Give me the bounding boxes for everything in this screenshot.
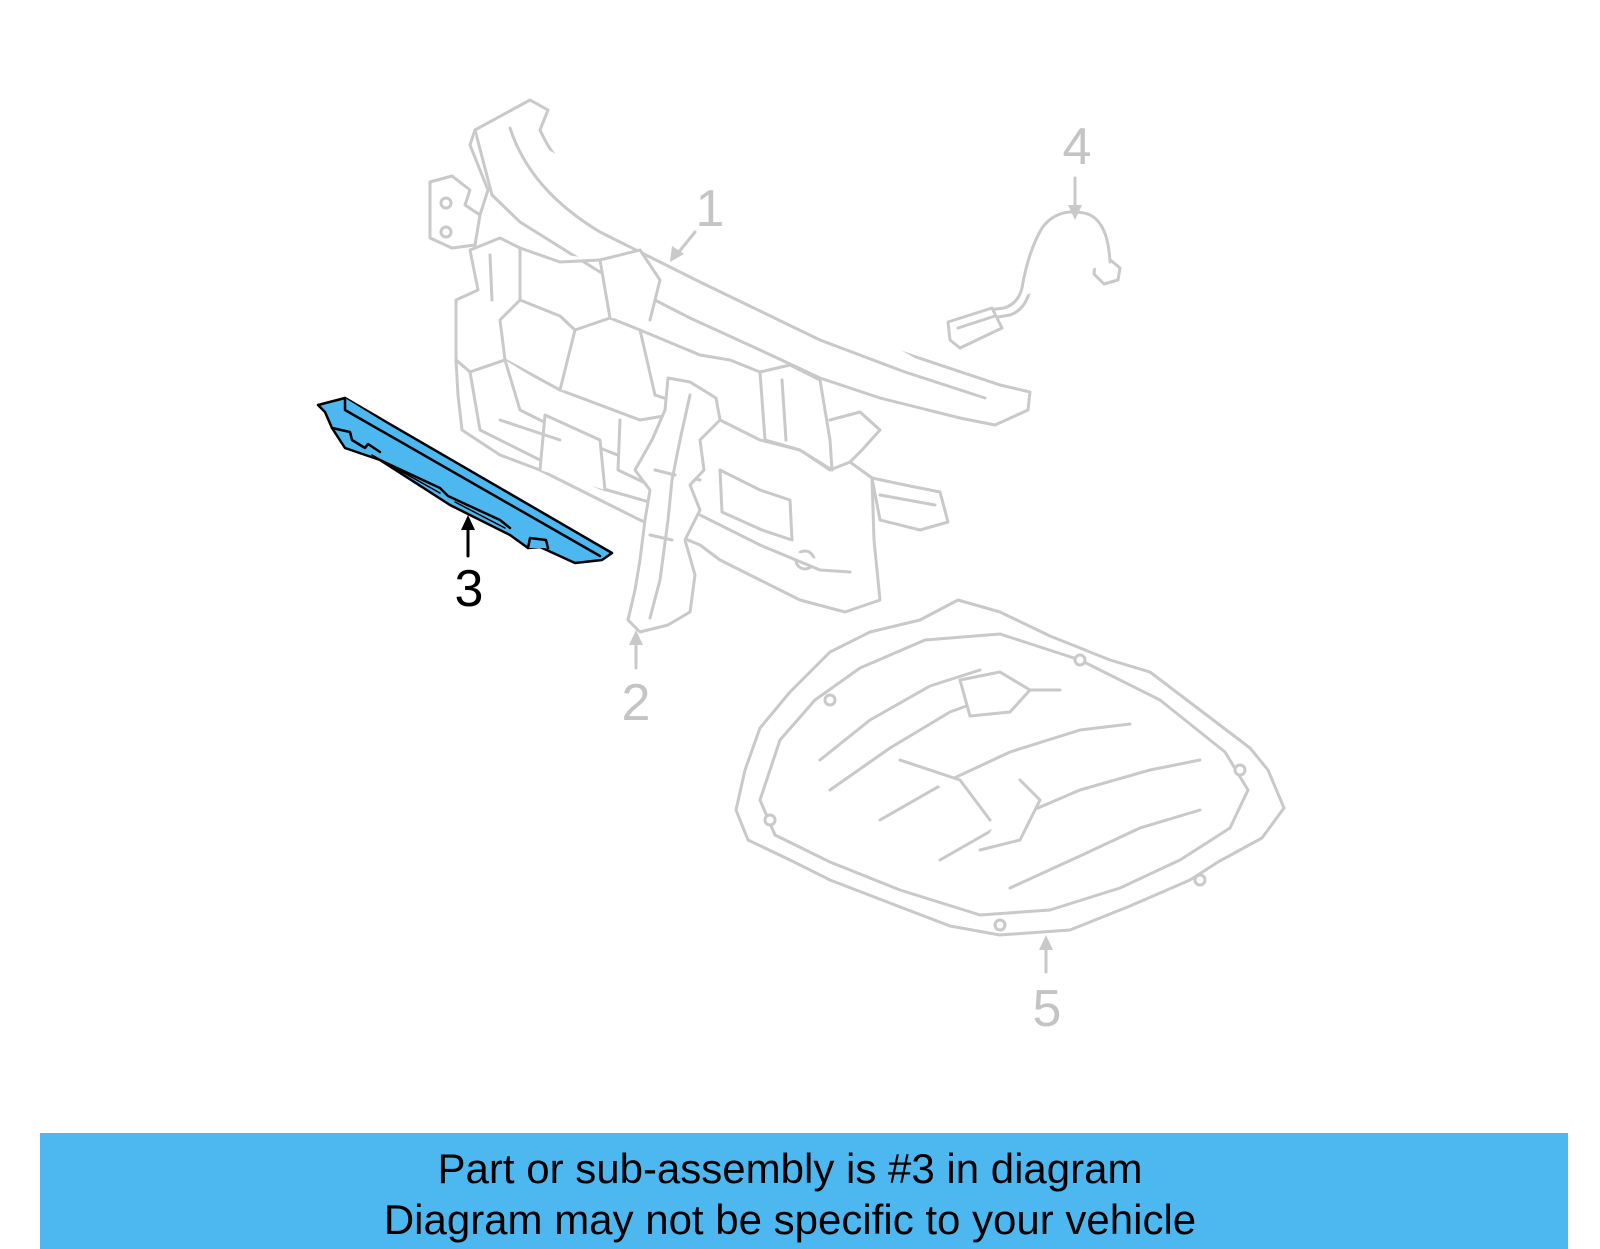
callout-4: 4 xyxy=(1063,118,1092,176)
callout-2: 2 xyxy=(622,674,651,732)
arrow-4 xyxy=(1068,176,1082,220)
part-1-radiator-support[interactable] xyxy=(428,98,1032,614)
arrow-1 xyxy=(670,230,697,262)
callout-5: 5 xyxy=(1033,980,1062,1038)
part-4-wiring-harness[interactable] xyxy=(946,210,1122,350)
callout-3: 3 xyxy=(455,560,484,618)
banner-line-disclaimer: Diagram may not be specific to your vehi… xyxy=(383,1196,1197,1243)
arrow-2 xyxy=(629,630,643,670)
part-3-lower-air-deflector[interactable] xyxy=(316,396,614,565)
part-5-splash-shield[interactable] xyxy=(734,598,1286,937)
part-2-side-deflector[interactable] xyxy=(626,376,722,634)
info-banner: Part or sub-assembly is #3 in diagram Di… xyxy=(40,1133,1568,1249)
arrow-3 xyxy=(461,515,475,558)
arrow-5 xyxy=(1039,935,1053,974)
banner-line-part-number: Part or sub-assembly is #3 in diagram xyxy=(437,1145,1143,1192)
leader-arrows xyxy=(461,176,1082,974)
callout-1: 1 xyxy=(696,180,725,238)
